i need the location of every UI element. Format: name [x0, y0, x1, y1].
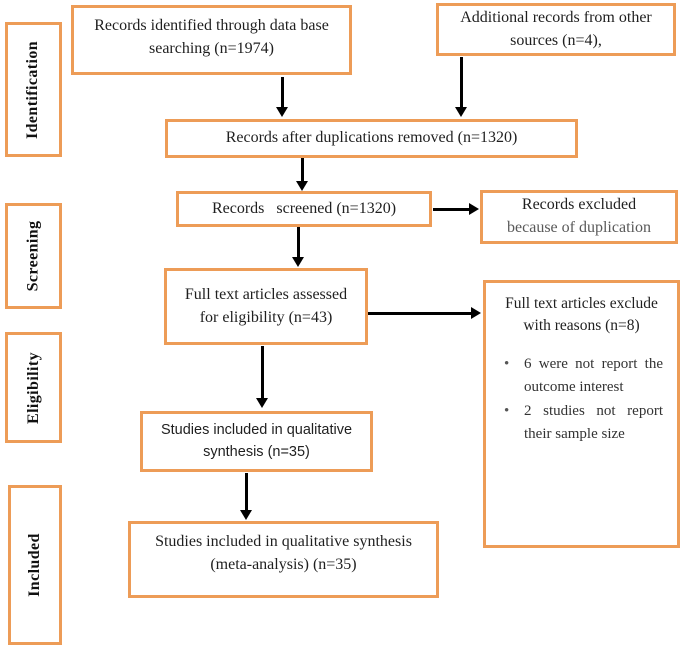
- fulltext-excluded-title: Full text articles exclude with reasons …: [505, 295, 658, 334]
- records-screened-text: Records screened (n=1320): [211, 199, 397, 217]
- qualitative-synthesis-text: Studies included in qualitative synthesi…: [160, 421, 353, 460]
- box-additional-records: Additional records from other sources (n…: [436, 3, 676, 56]
- stage-screening-label: Screening: [24, 220, 42, 292]
- exclusion-reason-item: 6 were not report the outcome interest: [504, 353, 663, 398]
- arrow-down-dedup-to-screened: [301, 158, 304, 181]
- arrow-right-screened-to-excluded: [433, 208, 469, 211]
- exclusion-reason-item: 2 studies not report their sample size: [504, 400, 663, 445]
- box-qualitative-synthesis: Studies included in qualitative synthesi…: [140, 411, 373, 472]
- box-after-duplications-removed: Records after duplications removed (n=13…: [165, 119, 578, 158]
- box-fulltext-assessed: Full text articles assessed for eligibil…: [164, 268, 368, 345]
- box-records-excluded: Records excluded because of duplication: [480, 190, 678, 244]
- stage-identification-label: Identification: [24, 40, 42, 139]
- stage-eligibility: Eligibility: [5, 332, 62, 443]
- arrow-down-fulltext-to-qualitative: [261, 346, 264, 398]
- meta-analysis-text: Studies included in qualitative synthesi…: [155, 532, 412, 573]
- arrow-down-identified-to-dedup: [281, 77, 284, 107]
- records-excluded-title: Records excluded: [521, 196, 637, 214]
- stage-included: Included: [8, 485, 62, 645]
- records-identified-text: Records identified through data base sea…: [94, 17, 329, 57]
- arrow-right-fulltext-to-excluded: [368, 312, 471, 315]
- records-excluded-subtitle: because of duplication: [507, 219, 651, 236]
- exclusion-reasons-list: 6 were not report the outcome interest 2…: [498, 353, 665, 447]
- stage-included-label: Included: [26, 533, 44, 597]
- arrow-down-qualitative-to-meta: [245, 473, 248, 510]
- stage-identification: Identification: [5, 22, 62, 157]
- arrow-down-additional-to-dedup: [460, 57, 463, 107]
- additional-records-text: Additional records from other sources (n…: [460, 8, 652, 49]
- box-fulltext-excluded: Full text articles exclude with reasons …: [483, 280, 680, 548]
- box-meta-analysis: Studies included in qualitative synthesi…: [128, 521, 439, 598]
- after-duplications-text: Records after duplications removed (n=13…: [225, 129, 518, 147]
- box-records-screened: Records screened (n=1320): [176, 191, 432, 227]
- stage-screening: Screening: [5, 203, 62, 309]
- box-records-identified: Records identified through data base sea…: [71, 5, 352, 75]
- stage-eligibility-label: Eligibility: [24, 351, 42, 424]
- arrow-down-screened-to-fulltext: [297, 227, 300, 257]
- fulltext-assessed-text: Full text articles assessed for eligibil…: [184, 285, 348, 326]
